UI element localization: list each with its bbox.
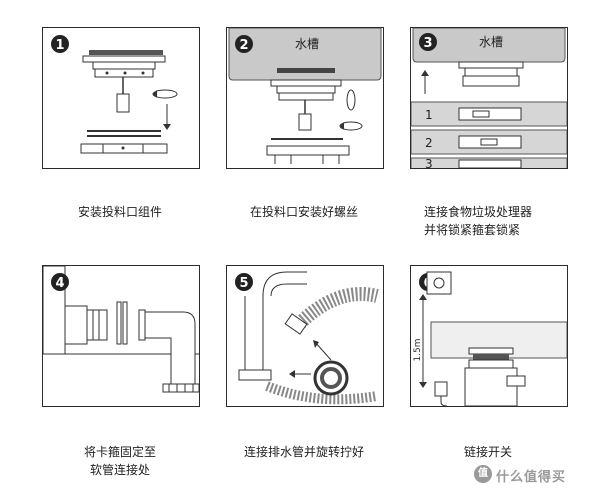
drain-hose xyxy=(142,311,196,385)
sink-label: 水槽 xyxy=(479,35,503,49)
step-4-panel: 4 xyxy=(42,265,200,407)
step-3-badge xyxy=(419,33,437,51)
step-4-caption: 将卡箍固定至 软管连接处 xyxy=(83,445,156,477)
step-1-panel: 1 xyxy=(42,27,200,169)
step-2-panel: 2 水槽 xyxy=(226,27,384,169)
step-2-illustration: 2 水槽 xyxy=(228,28,382,164)
step-3-caption: 连接食物垃圾处理器 并将锁紧箍套锁紧 xyxy=(424,205,533,237)
step-5-caption: 连接排水管并旋转拧好 xyxy=(243,445,364,459)
step-5-panel: 5 xyxy=(226,265,384,407)
sink-basin xyxy=(228,28,382,81)
step-4-illustration: 4 xyxy=(43,266,199,393)
disposer-body xyxy=(464,367,518,406)
step-1-caption: 安装投料口组件 xyxy=(77,205,162,219)
step-3-number: 3 xyxy=(423,36,432,51)
step-3-illustration: 3 水槽 1 2 3 xyxy=(411,28,567,168)
clamp xyxy=(116,301,122,345)
step-6-illustration: 6 1.5m xyxy=(413,271,567,406)
step-6-panel: 6 1.5m xyxy=(410,265,568,407)
step-2-badge xyxy=(235,35,253,53)
pipe-nut xyxy=(238,369,272,381)
bolt-body xyxy=(116,93,130,113)
step-5-badge xyxy=(235,273,253,291)
sink-label: 水槽 xyxy=(295,37,319,51)
up-rotate-icon xyxy=(346,89,356,111)
watermark-logo-icon: 值 xyxy=(474,465,492,483)
step-2-caption: 在投料口安装好螺丝 xyxy=(249,205,358,219)
step-5-illustration: 5 xyxy=(235,271,379,405)
insert-arrow-icon xyxy=(314,341,332,361)
watermark: 值 什么值得买 xyxy=(474,463,594,487)
level-label-3: 3 xyxy=(425,157,433,168)
watermark-text: 什么值得买 xyxy=(496,470,567,485)
step-1-badge xyxy=(51,35,69,53)
level-label-1: 1 xyxy=(425,108,433,122)
step-3-panel: 3 水槽 1 2 3 xyxy=(410,27,568,169)
sink-basin xyxy=(412,28,566,63)
step-1-illustration: 1 xyxy=(51,35,178,154)
step-4-badge xyxy=(51,273,69,291)
step-1-number: 1 xyxy=(55,38,64,53)
screw-body xyxy=(298,113,312,131)
step-2-number: 2 xyxy=(239,38,248,53)
level-label-2: 2 xyxy=(425,136,433,150)
step-6-caption: 链接开关 xyxy=(463,445,512,459)
power-outlet xyxy=(434,381,448,397)
step-4-number: 4 xyxy=(55,276,64,291)
flange-ring xyxy=(89,50,163,55)
height-label: 1.5m xyxy=(413,338,423,361)
mount-ring xyxy=(266,145,350,156)
corrugated-hose xyxy=(292,287,379,332)
step-5-number: 5 xyxy=(239,276,248,291)
